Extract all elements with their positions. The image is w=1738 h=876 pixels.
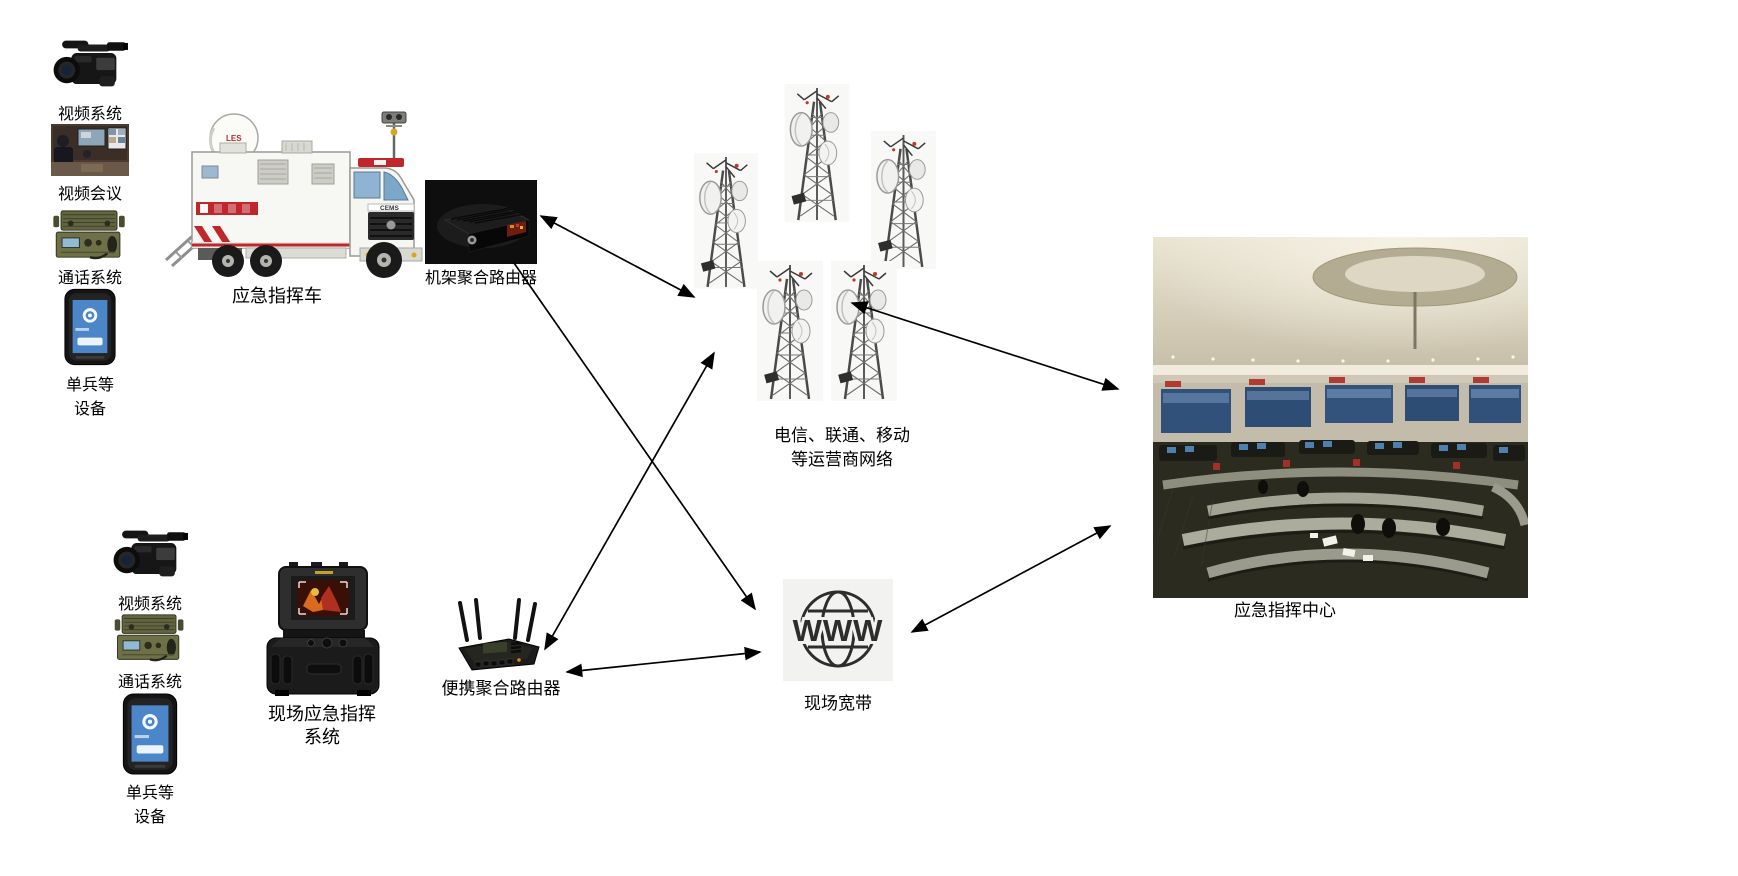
carrier-network-label: 电信、联通、移动 等运营商网络 xyxy=(742,424,942,472)
command-center-photo-icon xyxy=(1153,237,1528,598)
handheld-terminal-icon xyxy=(62,286,118,368)
device-block-call-system-bottom: 通话系统 xyxy=(90,612,210,692)
device-label-call-system-top: 通话系统 xyxy=(57,270,122,287)
field-radio-icon xyxy=(112,612,188,664)
command-vehicle-icon: LES CEMS xyxy=(164,111,423,278)
portable-command-system-label: 现场应急指挥 系统 xyxy=(242,703,402,749)
www-globe-icon: WWW xyxy=(783,579,893,681)
device-label-video-system-top: 视频系统 xyxy=(57,106,122,123)
device-label-soldier-bottom-line2: 设备 xyxy=(133,809,166,826)
cell-tower-icon xyxy=(831,261,897,401)
device-label-video-system-bottom: 视频系统 xyxy=(117,596,182,613)
www-label: 现场宽带 xyxy=(804,694,872,713)
carrier-network-label-line2: 等运营商网络 xyxy=(791,450,893,469)
arrow-rackrouter-www xyxy=(513,262,756,611)
arrow-portablerouter-towers xyxy=(544,351,715,651)
portable-router-label: 便携聚合路由器 xyxy=(441,679,561,698)
field-radio-icon xyxy=(51,208,129,262)
camcorder-icon xyxy=(51,36,129,98)
command-center-label: 应急指挥中心 xyxy=(1234,601,1336,620)
device-label-call-system-bottom: 通话系统 xyxy=(117,674,182,691)
cell-tower-icon xyxy=(784,84,850,222)
device-block-call-system-top: 通话系统 xyxy=(30,208,150,288)
command-vehicle-label: 应急指挥车 xyxy=(232,286,322,306)
device-label-soldier-top-line2: 设备 xyxy=(73,401,106,418)
www-globe-text: WWW xyxy=(793,613,884,648)
device-block-video-conference: 视频会议 xyxy=(30,124,150,204)
arrow-www-commandcenter xyxy=(910,525,1112,633)
rack-router-icon xyxy=(425,180,537,264)
cell-tower-icon xyxy=(871,130,936,270)
portable-case-icon xyxy=(266,562,380,696)
video-conference-icon xyxy=(51,124,129,176)
dish-badge-text: LES xyxy=(226,134,242,143)
cell-tower-icon xyxy=(694,152,758,290)
handheld-terminal-icon xyxy=(120,692,180,776)
device-block-soldier-bottom: 单兵等 设备 xyxy=(90,692,210,827)
portable-router-icon xyxy=(458,598,540,671)
device-block-video-system-bottom: 视频系统 xyxy=(90,526,210,614)
device-label-soldier-top-line1: 单兵等 xyxy=(65,377,114,394)
device-label-video-conference: 视频会议 xyxy=(57,186,122,203)
portable-command-system-label-line1: 现场应急指挥 xyxy=(268,704,376,724)
device-label-soldier-bottom-line1: 单兵等 xyxy=(125,785,174,802)
device-block-soldier-top: 单兵等 设备 xyxy=(30,286,150,419)
arrow-rackrouter-towers xyxy=(539,215,696,298)
grille-badge-text: CEMS xyxy=(380,205,399,212)
portable-command-system-label-line2: 系统 xyxy=(304,727,340,747)
device-block-video-system-top: 视频系统 xyxy=(30,36,150,124)
arrow-portablerouter-www xyxy=(565,646,762,678)
carrier-network-label-line1: 电信、联通、移动 xyxy=(774,426,910,445)
rack-router-label: 机架聚合路由器 xyxy=(424,270,537,287)
cell-tower-icon xyxy=(757,261,823,401)
camcorder-icon xyxy=(111,526,189,588)
